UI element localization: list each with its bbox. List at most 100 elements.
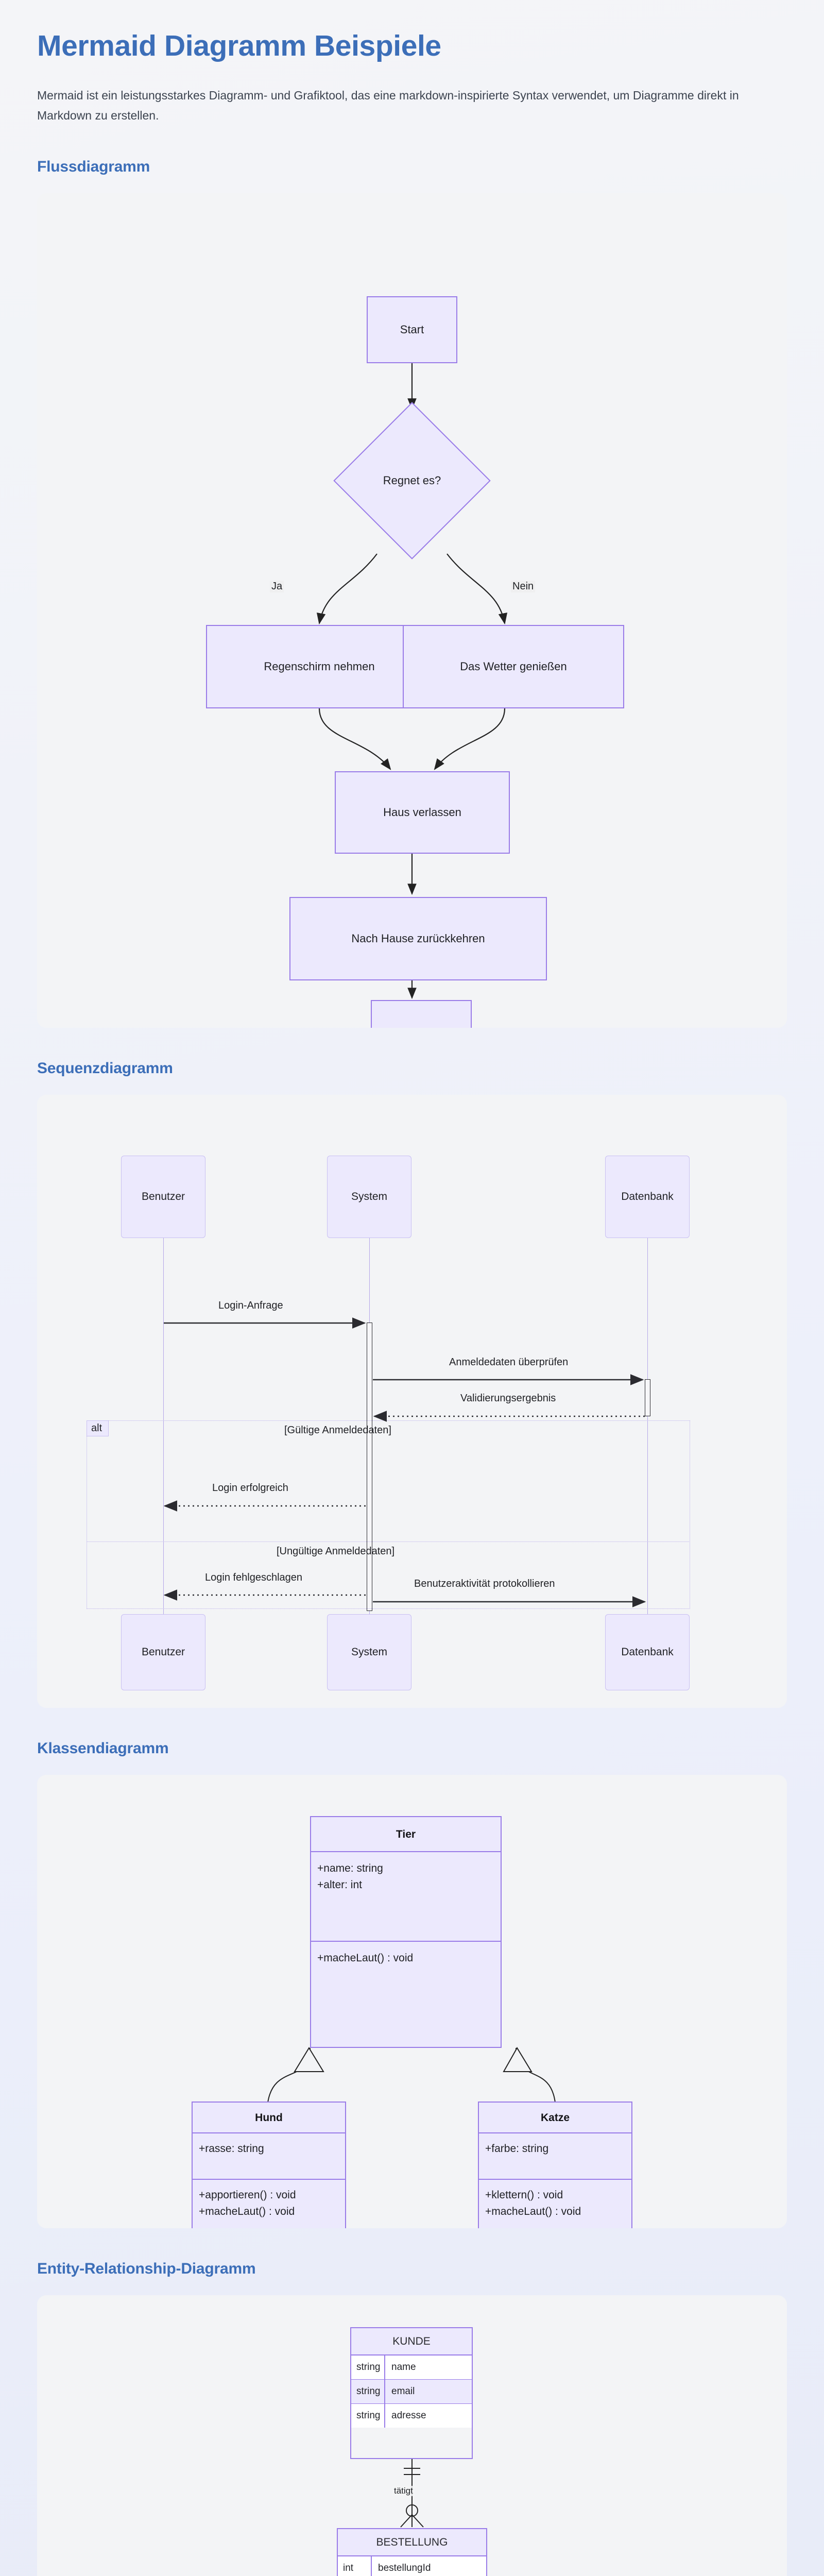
er-row: int bestellungId — [338, 2556, 486, 2576]
class-divider — [193, 2178, 345, 2180]
section-title-flowchart: Flussdiagramm — [37, 158, 150, 175]
flowchart-canvas: Start Regnet es? Ja Nein Regenschirm neh… — [37, 193, 787, 1028]
seq-message-login-erfolgreich: Login erfolgreich — [212, 1482, 288, 1494]
er-field: adresse — [391, 2410, 426, 2421]
class-methods-katze: +klettern() : void +macheLaut() : void — [479, 2180, 631, 2228]
class-attributes-hund: +rasse: string — [193, 2133, 345, 2179]
er-row: string adresse — [351, 2403, 472, 2428]
alt-branch-1-condition: [Gültige Anmeldedaten] — [284, 1424, 391, 1436]
actor-top-datenbank-label: Datenbank — [621, 1190, 674, 1202]
class-attribute: +farbe: string — [485, 2142, 549, 2155]
alt-divider — [87, 1541, 690, 1542]
flow-node-end[interactable]: Ende — [371, 999, 472, 1028]
class-divider — [479, 2178, 631, 2180]
page-intro-paragraph: Mermaid ist ein leistungsstarkes Diagram… — [37, 88, 739, 123]
section-title-sequence: Sequenzdiagramm — [37, 1059, 173, 1077]
section-sequence: Sequenzdiagramm Benutzer System Datenban… — [0, 1060, 824, 1708]
actor-top-benutzer[interactable]: Benutzer — [121, 1155, 205, 1238]
class-method: +klettern() : void — [485, 2189, 563, 2201]
actor-top-datenbank[interactable]: Datenbank — [605, 1155, 690, 1238]
class-box-katze[interactable]: Katze +farbe: string +klettern() : void … — [478, 2101, 632, 2228]
flow-node-leave-house[interactable]: Haus verlassen — [335, 771, 510, 854]
class-attributes-tier: +name: string +alter: int — [311, 1852, 501, 1941]
activation-datenbank — [645, 1379, 650, 1416]
er-type: string — [351, 2403, 385, 2428]
alt-frame — [87, 1420, 690, 1609]
section-title-er: Entity-Relationship-Diagramm — [37, 2260, 256, 2277]
sequence-arrows — [163, 1317, 646, 1607]
actor-bottom-system-label: System — [351, 1646, 387, 1658]
flow-node-decision[interactable]: Regnet es? — [333, 402, 491, 560]
actor-bottom-benutzer-label: Benutzer — [141, 1646, 185, 1658]
class-method: +apportieren() : void — [199, 2189, 296, 2201]
class-methods-tier: +macheLaut() : void — [311, 1942, 501, 1975]
class-box-hund[interactable]: Hund +rasse: string +apportieren() : voi… — [192, 2101, 346, 2228]
class-name-tier: Tier — [396, 1828, 416, 1840]
actor-bottom-datenbank[interactable]: Datenbank — [605, 1614, 690, 1690]
lifeline-datenbank — [647, 1238, 648, 1614]
flow-node-decision-label-wrap: Regnet es? — [356, 425, 468, 536]
actor-bottom-benutzer[interactable]: Benutzer — [121, 1614, 205, 1690]
er-type: string — [351, 2379, 385, 2403]
class-divider — [311, 1940, 501, 1942]
flow-node-take-umbrella[interactable]: Regenschirm nehmen — [206, 624, 433, 708]
flow-node-leave-house-label: Haus verlassen — [383, 805, 461, 819]
flow-node-start[interactable]: Start — [367, 296, 457, 363]
class-box-tier[interactable]: Tier +name: string +alter: int +macheLau… — [310, 1816, 502, 2048]
lifeline-benutzer — [163, 1238, 164, 1614]
page-title: Mermaid Diagramm Beispiele — [37, 29, 441, 62]
actor-bottom-datenbank-label: Datenbank — [621, 1646, 674, 1658]
document-header: Mermaid Diagramm Beispiele Mermaid ist e… — [0, 0, 824, 126]
class-attribute: +alter: int — [317, 1879, 362, 1891]
class-divider — [193, 2132, 345, 2133]
flow-node-return-home-label: Nach Hause zurückkehren — [351, 931, 485, 945]
class-method: +macheLaut() : void — [485, 2206, 581, 2218]
seq-message-anmeldedaten-ueberpruefen: Anmeldedaten überprüfen — [449, 1356, 569, 1368]
seq-message-login-fehlgeschlagen: Login fehlgeschlagen — [205, 1571, 303, 1583]
er-row: string name — [351, 2355, 472, 2380]
class-method: +macheLaut() : void — [317, 1952, 414, 1964]
section-er: Entity-Relationship-Diagramm KUNDE — [0, 2260, 824, 2576]
er-entity-title-kunde: KUNDE — [351, 2328, 472, 2355]
flow-node-return-home[interactable]: Nach Hause zurückkehren — [289, 896, 547, 980]
flow-node-enjoy-weather[interactable]: Das Wetter genießen — [403, 624, 624, 708]
flow-edge-label-yes: Ja — [270, 580, 284, 592]
flow-node-decision-label: Regnet es? — [383, 473, 441, 487]
flow-node-enjoy-weather-label: Das Wetter genießen — [460, 659, 567, 673]
class-inheritance-edges — [267, 2046, 556, 2103]
er-type: string — [351, 2355, 385, 2379]
class-attributes-katze: +farbe: string — [479, 2133, 631, 2179]
class-name-hund: Hund — [255, 2111, 283, 2124]
class-methods-hund: +apportieren() : void +macheLaut() : voi… — [193, 2180, 345, 2228]
seq-message-benutzeraktivitaet-protokollieren: Benutzeraktivität protokollieren — [414, 1578, 555, 1589]
actor-top-benutzer-label: Benutzer — [141, 1190, 185, 1202]
actor-top-system-label: System — [351, 1190, 387, 1202]
seq-message-login-anfrage: Login-Anfrage — [218, 1299, 283, 1311]
er-canvas: KUNDE string name string email string ad… — [37, 2295, 787, 2576]
class-divider — [479, 2132, 631, 2133]
class-method: +macheLaut() : void — [199, 2206, 295, 2218]
flowchart-edges — [316, 363, 508, 999]
er-row: string email — [351, 2379, 472, 2404]
class-divider — [311, 1851, 501, 1852]
er-field: bestellungId — [378, 2562, 431, 2573]
section-class: Klassendiagramm Tier +name: string +alte… — [0, 1740, 824, 2228]
er-field: name — [391, 2361, 416, 2372]
alt-tag: alt — [87, 1420, 109, 1436]
section-title-class: Klassendiagramm — [37, 1739, 169, 1757]
class-canvas: Tier +name: string +alter: int +macheLau… — [37, 1774, 787, 2228]
er-type: int — [338, 2556, 372, 2576]
alt-branch-2-condition: [Ungültige Anmeldedaten] — [277, 1545, 395, 1557]
er-entity-kunde[interactable]: KUNDE string name string email string ad… — [350, 2327, 473, 2459]
actor-top-system[interactable]: System — [327, 1155, 411, 1238]
actor-bottom-system[interactable]: System — [327, 1614, 411, 1690]
er-relationship-label-taetigt: tätigt — [392, 2485, 415, 2496]
sequence-canvas: Benutzer System Datenbank Benutzer Syste… — [37, 1094, 787, 1708]
er-entity-bestellung[interactable]: BESTELLUNG int bestellungId date bestell… — [337, 2528, 487, 2576]
activation-system — [367, 1322, 372, 1611]
section-flowchart: Flussdiagramm Start — [0, 158, 824, 1028]
class-name-katze: Katze — [540, 2111, 570, 2124]
er-entity-title-bestellung: BESTELLUNG — [338, 2529, 486, 2556]
class-attribute: +name: string — [317, 1862, 383, 1874]
